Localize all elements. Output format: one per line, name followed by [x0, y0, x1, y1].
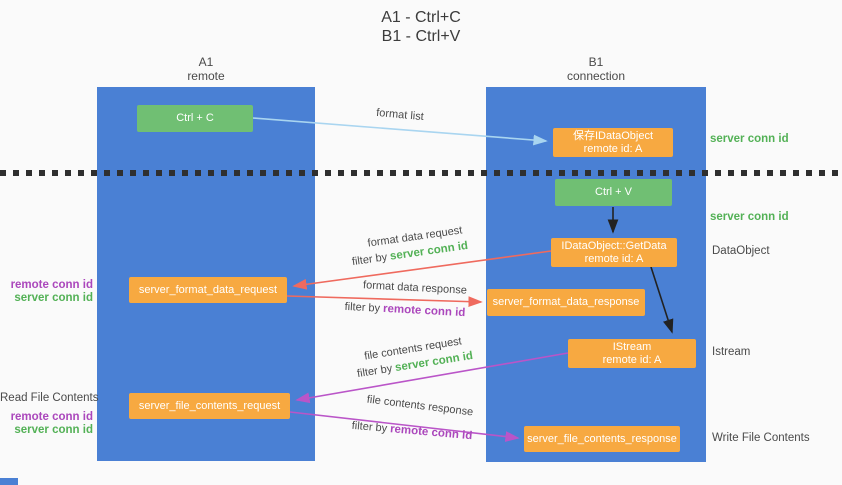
edge-label-format-data-response: format data response: [362, 279, 468, 297]
phase-separator-dotted-line: [0, 170, 842, 176]
edge-label-file-contents-response: file contents response: [366, 393, 474, 419]
node-istream-line1: IStream: [612, 340, 652, 353]
filter-by-text: filter by: [356, 362, 394, 381]
diagram-title: A1 - Ctrl+C B1 - Ctrl+V: [0, 8, 842, 46]
title-line-1: A1 - Ctrl+C: [381, 9, 461, 26]
label-server-conn-id-2: server conn id: [14, 424, 93, 436]
label-server-conn-id-1: server conn id: [14, 292, 93, 304]
filter-by-text: filter by: [351, 419, 388, 435]
node-ctrl-v: Ctrl + V: [555, 179, 672, 206]
node-server-file-contents-response: server_file_contents_response: [524, 426, 680, 452]
arrow-format-data-response: [286, 295, 483, 308]
node-server-format-data-response: server_format_data_response: [487, 289, 645, 316]
node-ctrl-c: Ctrl + C: [137, 105, 253, 132]
label-dataobject: DataObject: [712, 245, 770, 257]
node-idataobject-getdata: IDataObject::GetData remote id: A: [551, 238, 677, 267]
node-save-idataobject: 保存IDataObject remote id: A: [553, 128, 673, 157]
label-write-file-contents: Write File Contents: [712, 432, 810, 444]
filter-by-text: filter by: [344, 300, 381, 315]
label-read-file-contents: Read File Contents: [0, 392, 99, 404]
edge-label-format-list: format list: [375, 106, 425, 124]
column-header-b1: B1 connection: [486, 55, 706, 83]
column-header-a1: A1 remote: [97, 55, 315, 83]
filter-by-text: filter by: [351, 251, 388, 269]
node-istream: IStream remote id: A: [568, 339, 696, 368]
node-server-file-contents-request-label: server_file_contents_request: [138, 399, 281, 412]
node-server-format-data-request-label: server_format_data_request: [138, 283, 278, 296]
column-b1-name: connection: [566, 69, 626, 83]
node-idataobject-getdata-line2: remote id: A: [584, 252, 644, 265]
remote-conn-id-text: remote conn id: [389, 423, 473, 443]
title-line-2: B1 - Ctrl+V: [381, 28, 461, 45]
label-server-conn-id-top-right: server conn id: [710, 133, 789, 145]
node-idataobject-getdata-line1: IDataObject::GetData: [561, 239, 667, 252]
node-ctrl-c-label: Ctrl + C: [176, 112, 214, 124]
label-remote-conn-id-1: remote conn id: [10, 279, 93, 291]
node-server-format-data-request: server_format_data_request: [129, 277, 287, 303]
label-remote-conn-id-2: remote conn id: [10, 411, 93, 423]
column-a1-id: A1: [198, 55, 214, 69]
label-istream: Istream: [712, 346, 751, 358]
column-a1-name: remote: [187, 69, 225, 83]
bottom-left-blue-fragment: [0, 478, 18, 485]
node-save-idataobject-line1: 保存IDataObject: [572, 129, 654, 142]
node-server-file-contents-request: server_file_contents_request: [129, 393, 290, 419]
node-ctrl-v-label: Ctrl + V: [595, 186, 632, 198]
node-istream-line2: remote id: A: [602, 353, 662, 366]
node-server-file-contents-response-label: server_file_contents_response: [527, 432, 677, 445]
label-server-conn-id-mid-right: server conn id: [710, 211, 789, 223]
node-save-idataobject-line2: remote id: A: [583, 142, 643, 155]
remote-conn-id-text: remote conn id: [382, 302, 466, 320]
column-b1-id: B1: [588, 55, 604, 69]
node-server-format-data-response-label: server_format_data_response: [492, 296, 640, 308]
